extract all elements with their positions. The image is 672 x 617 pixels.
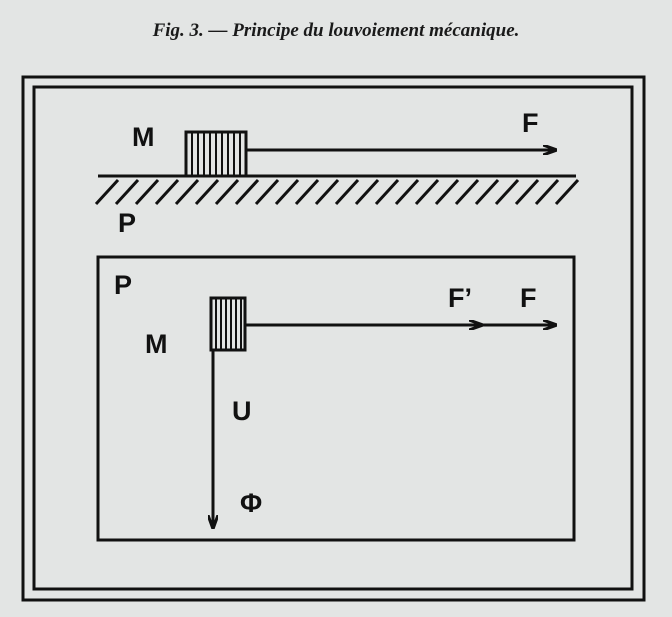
hatch-line bbox=[174, 178, 200, 206]
mass-label-bottom: M bbox=[145, 329, 168, 359]
hatch-line bbox=[234, 178, 260, 206]
hatch-line bbox=[134, 178, 160, 206]
plane-rect bbox=[96, 255, 576, 542]
mass-block-bottom bbox=[209, 296, 247, 352]
force-label-top: F bbox=[522, 108, 539, 138]
force-prime-label: F’ bbox=[448, 283, 472, 313]
hatch-line bbox=[94, 178, 120, 206]
mass-block-top bbox=[184, 130, 248, 178]
hatch-line bbox=[454, 178, 480, 206]
hatch-line bbox=[394, 178, 420, 206]
outer-frame bbox=[21, 75, 646, 602]
hatch-line bbox=[354, 178, 380, 206]
hatch-line bbox=[194, 178, 220, 206]
hatch-line bbox=[254, 178, 280, 206]
hatch-line bbox=[494, 178, 520, 206]
inner-frame bbox=[32, 85, 634, 591]
ground-plane bbox=[94, 174, 580, 206]
hatch-line bbox=[514, 178, 540, 206]
hatch-line bbox=[274, 178, 300, 206]
hatch-line bbox=[414, 178, 440, 206]
hatch-line bbox=[314, 178, 340, 206]
hatch-line bbox=[554, 178, 580, 206]
hatch-line bbox=[374, 178, 400, 206]
hatch-line bbox=[214, 178, 240, 206]
hatch-line bbox=[474, 178, 500, 206]
phi-label: Φ bbox=[240, 488, 262, 518]
mass-label-top: M bbox=[132, 122, 155, 152]
plane-label-bottom: P bbox=[114, 270, 132, 300]
hatch-line bbox=[154, 178, 180, 206]
hatch-line bbox=[434, 178, 460, 206]
hatch-line bbox=[294, 178, 320, 206]
figure-caption: Fig. 3. — Principe du louvoiement mécani… bbox=[152, 20, 520, 41]
u-label: U bbox=[232, 396, 252, 426]
plane-label-top: P bbox=[118, 208, 136, 238]
force-label-bottom: F bbox=[520, 283, 537, 313]
hatch-line bbox=[534, 178, 560, 206]
hatch-line bbox=[114, 178, 140, 206]
hatch-line bbox=[334, 178, 360, 206]
